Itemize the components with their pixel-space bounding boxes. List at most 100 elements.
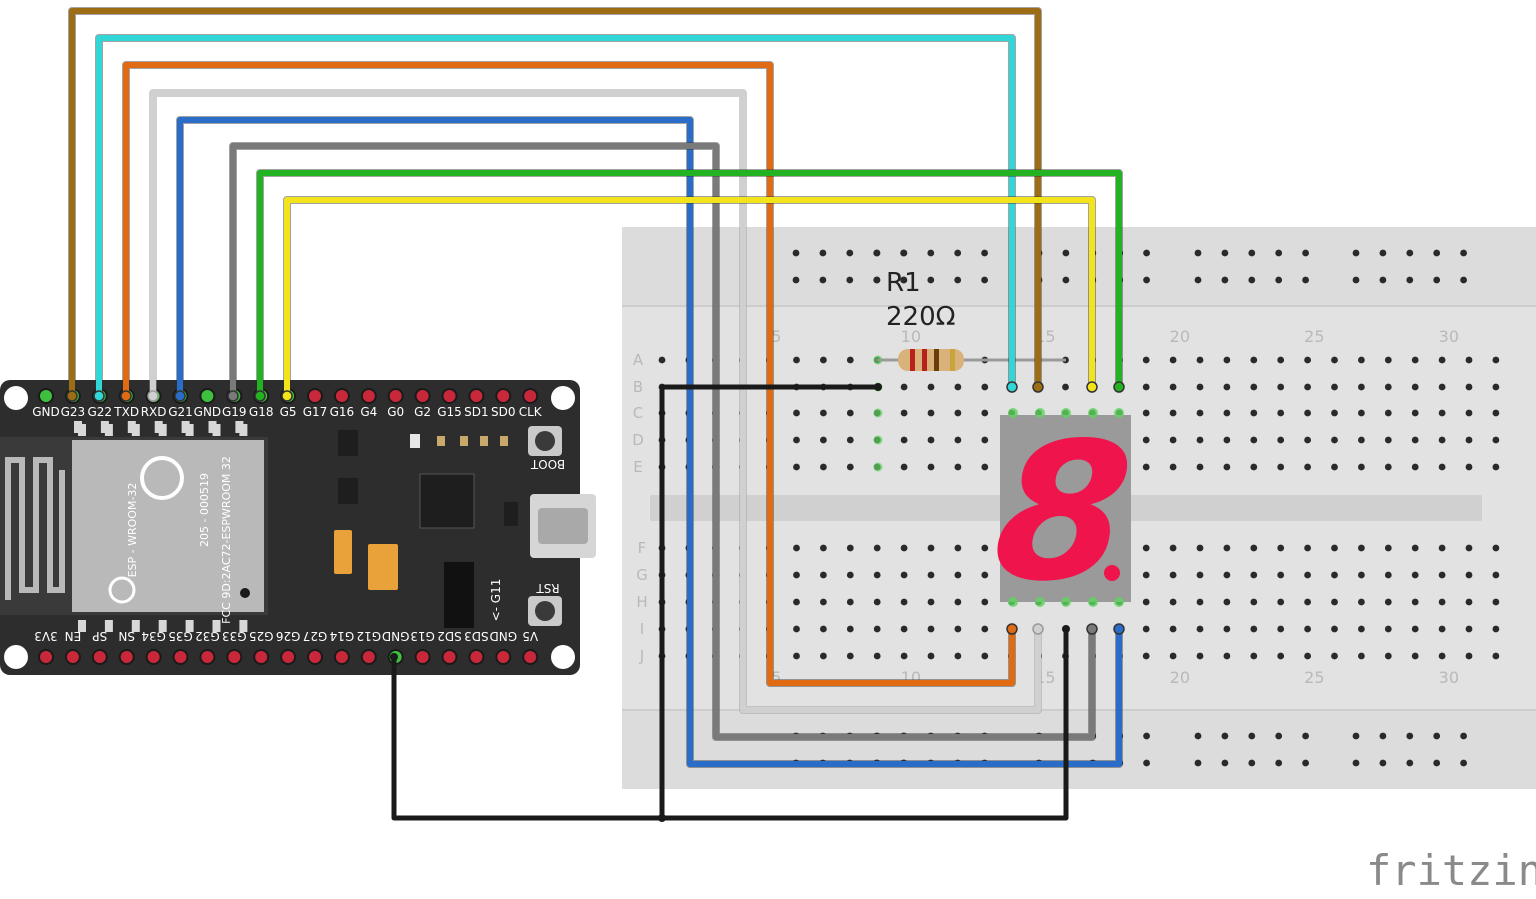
row-letter: A <box>633 351 644 369</box>
breadboard-hole <box>1304 463 1311 471</box>
pin-label: G26 <box>276 629 301 643</box>
breadboard-hole <box>846 625 854 633</box>
rail-hole <box>1406 732 1414 740</box>
wire-g18 <box>257 170 1122 396</box>
breadboard-hole <box>1331 436 1338 444</box>
pin-label: GND <box>490 629 518 643</box>
breadboard-hole <box>1411 383 1419 391</box>
breadboard-hole <box>954 463 962 471</box>
breadboard-hole <box>1358 625 1365 633</box>
fritzing-logo: fritzing <box>1366 846 1536 895</box>
pin-gnd <box>199 388 216 404</box>
rail-hole <box>1433 276 1441 284</box>
breadboard-hole <box>1277 571 1285 579</box>
breadboard-hole <box>1492 383 1500 391</box>
rail-hole <box>1221 249 1229 257</box>
pin-label: RXD <box>141 405 167 419</box>
rail-hole <box>954 249 962 257</box>
pin-label: G21 <box>168 405 193 419</box>
column-number: 20 <box>1170 327 1190 346</box>
rail-hole <box>1275 249 1283 257</box>
breadboard-hole <box>1250 598 1258 606</box>
rail-hole <box>819 249 827 257</box>
breadboard-hole <box>1438 356 1446 364</box>
breadboard-hole <box>1358 652 1365 660</box>
breadboard-hole <box>1196 383 1204 391</box>
decimal-point <box>1104 565 1120 581</box>
breadboard-hole <box>1250 571 1258 579</box>
pin-label: SD1 <box>464 405 489 419</box>
breadboard-hole <box>1438 463 1446 471</box>
breadboard-hole <box>1358 571 1365 579</box>
pin-label: G22 <box>88 405 113 419</box>
rail-hole <box>1062 276 1070 284</box>
pin-sp <box>91 649 108 665</box>
breadboard-hole <box>1465 652 1473 660</box>
rail-hole <box>927 249 935 257</box>
breadboard-hole <box>927 436 935 444</box>
wire-g22 <box>96 35 1015 396</box>
breadboard-hole <box>1277 463 1285 471</box>
breadboard-hole <box>793 356 800 364</box>
breadboard-hole <box>1411 571 1419 579</box>
breadboard-hole <box>1277 383 1285 391</box>
breadboard-hole <box>1492 598 1500 606</box>
pin-label: GND <box>382 629 410 643</box>
breadboard-hole <box>1384 436 1392 444</box>
breadboard-hole <box>1196 356 1204 364</box>
pin-label: GND <box>194 405 222 419</box>
breadboard-hole <box>846 436 854 444</box>
rail-hole <box>1302 249 1309 257</box>
rail-hole <box>1143 732 1150 740</box>
espressif-logo-icon <box>140 456 184 500</box>
pin-label: G33 <box>222 629 247 643</box>
breadboard-hole <box>1142 436 1150 444</box>
rail-hole <box>1062 249 1070 257</box>
pin-g25 <box>253 649 270 665</box>
column-number: 10 <box>901 327 921 346</box>
rail-hole <box>1379 759 1387 767</box>
rail-hole <box>1248 249 1256 257</box>
breadboard-hole <box>1250 652 1258 660</box>
breadboard-hole <box>900 463 908 471</box>
row-letter: F <box>638 539 647 557</box>
row-letter: H <box>636 593 647 611</box>
pin-g16 <box>333 388 350 404</box>
pin-label: G27 <box>303 629 328 643</box>
pin-label: SN <box>118 629 135 643</box>
breadboard-hole <box>1384 383 1392 391</box>
rail-hole <box>1433 732 1441 740</box>
breadboard-hole <box>1331 383 1338 391</box>
rail-hole <box>954 276 962 284</box>
breadboard-hole <box>1277 409 1285 417</box>
breadboard-hole <box>1223 356 1231 364</box>
breadboard-hole <box>1196 436 1204 444</box>
breadboard-hole <box>1196 625 1204 633</box>
breadboard-hole <box>954 383 962 391</box>
breadboard-hole <box>1492 652 1500 660</box>
breadboard-hole <box>793 625 800 633</box>
wire-rxd <box>150 90 1041 713</box>
breadboard-hole <box>1223 463 1231 471</box>
rail-hole <box>792 276 800 284</box>
breadboard-hole <box>1142 625 1150 633</box>
rail-hole <box>1221 276 1229 284</box>
row-letter: E <box>633 458 642 476</box>
breadboard-hole <box>900 544 908 552</box>
breadboard-hole <box>1492 356 1500 364</box>
breadboard-hole <box>1196 544 1204 552</box>
wire-g21 <box>177 117 1122 767</box>
breadboard-hole <box>981 409 989 417</box>
pin-label: SD0 <box>491 405 516 419</box>
breadboard-hole <box>1223 409 1231 417</box>
breadboard-hole <box>927 571 935 579</box>
rail-hole <box>1221 759 1229 767</box>
breadboard-hole <box>981 436 989 444</box>
rail-hole <box>1194 759 1202 767</box>
column-number: 30 <box>1439 668 1459 687</box>
breadboard-hole <box>873 598 881 606</box>
pin-g26 <box>280 649 297 665</box>
breadboard-hole <box>793 463 800 471</box>
breadboard-hole <box>981 571 989 579</box>
